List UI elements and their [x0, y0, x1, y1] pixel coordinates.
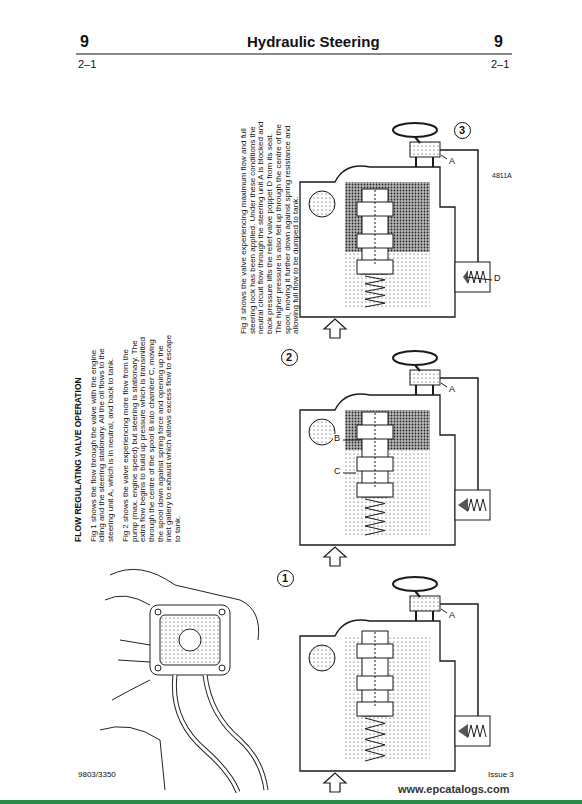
drawing-number: 4811A — [492, 172, 512, 180]
spool-drilling — [375, 190, 376, 264]
relief-spring — [468, 499, 486, 511]
text-column: FLOW REGULATING VALVE OPERATION Fig 1 sho… — [74, 330, 224, 542]
leader-line — [466, 277, 492, 280]
check-ball — [309, 191, 335, 217]
spool-land — [357, 425, 393, 439]
inlet-arrow — [324, 547, 346, 566]
watermark: www.epcatalogs.com — [398, 783, 509, 795]
bolt — [219, 609, 225, 615]
footer-bar — [0, 800, 582, 804]
check-ball — [309, 645, 335, 671]
figure-number-text: 1 — [282, 573, 288, 584]
page-number: 2–1 — [491, 58, 509, 70]
pipe — [415, 611, 417, 621]
spool-land — [357, 676, 393, 690]
body-text: Fig 3 shows the valve experiencing maxim… — [240, 118, 301, 334]
callout-letter: B — [333, 434, 341, 444]
header-rule — [76, 54, 512, 55]
section-number: 9 — [494, 33, 503, 51]
steering-wheel — [393, 123, 437, 137]
spool-drilling — [375, 632, 376, 706]
page-title: Hydraulic Steering — [247, 34, 380, 51]
bolt — [219, 665, 225, 671]
valve-figure — [300, 123, 492, 338]
return-pipe — [440, 604, 478, 716]
return-pipe — [440, 150, 478, 262]
steering-unit — [410, 142, 440, 157]
callout-letter: A — [449, 611, 455, 621]
relief-spring — [468, 725, 486, 737]
inlet-arrow — [324, 319, 346, 338]
pump-shaft — [179, 629, 201, 651]
section-number: 9 — [80, 33, 89, 51]
section-heading: FLOW REGULATING VALVE OPERATION — [74, 330, 83, 542]
valve-housing — [300, 394, 455, 545]
callout-letter: A — [449, 385, 455, 395]
callout-letter: D — [494, 274, 501, 284]
leader-line — [441, 383, 447, 387]
figure-number-text: 2 — [286, 352, 292, 363]
figure-number-text: 3 — [459, 125, 465, 136]
check-ball — [309, 419, 335, 445]
hose — [205, 675, 266, 790]
leader-line — [441, 155, 447, 159]
page-number: 2–1 — [78, 58, 96, 70]
engine-outline — [112, 640, 150, 700]
return-pipe — [440, 378, 478, 490]
spool-land — [357, 457, 393, 471]
hose-inner — [205, 675, 266, 790]
steering-unit — [410, 596, 440, 611]
oil-flow — [345, 410, 430, 535]
steering-wheel — [393, 351, 437, 365]
oil-flow — [345, 182, 430, 307]
relief-poppet — [458, 724, 468, 738]
body-text: Fig 2 shows the valve experiencing more … — [122, 330, 183, 542]
steering-wheel — [393, 577, 437, 591]
relief-valve — [455, 262, 490, 292]
spool-drilling — [375, 413, 376, 487]
engine-outline — [100, 727, 165, 790]
pump-sketch — [100, 569, 266, 792]
spring — [365, 718, 385, 761]
figure-number: 2 — [281, 349, 298, 366]
pipe — [432, 385, 434, 395]
pipe — [432, 157, 434, 167]
spool-land — [357, 202, 393, 216]
relief-valve — [455, 716, 490, 746]
leader-line — [343, 440, 361, 441]
pipe — [415, 385, 417, 395]
spring — [365, 276, 385, 307]
spool-land — [357, 644, 393, 658]
valve-housing — [300, 620, 455, 771]
callout-letter: A — [449, 157, 455, 167]
callout-letter: C — [333, 467, 342, 477]
text-column: Fig 3 shows the valve experiencing maxim… — [240, 118, 350, 334]
pipe — [415, 157, 417, 167]
issue-number: Issue 3 — [488, 771, 514, 780]
spring — [365, 499, 385, 535]
leader-line — [441, 609, 447, 613]
valve-figure — [300, 577, 490, 792]
body-text: Fig 1 shows the flow through the valve w… — [90, 330, 116, 542]
valve-figure — [300, 351, 490, 566]
relief-valve — [455, 490, 490, 520]
relief-spring — [468, 271, 486, 283]
pipe — [432, 611, 434, 621]
steering-unit — [410, 370, 440, 385]
engine-outline — [105, 596, 150, 605]
pump-face — [160, 615, 220, 665]
document-number: 9803/3350 — [78, 771, 116, 780]
relief-poppet — [458, 498, 468, 512]
bolt — [155, 609, 161, 615]
figure-number: 1 — [277, 570, 294, 587]
bolt — [155, 665, 161, 671]
leader-line — [343, 473, 356, 474]
inlet-arrow — [324, 773, 346, 792]
valve-housing — [300, 166, 455, 317]
pump-body — [150, 605, 230, 675]
spool-land — [357, 234, 393, 248]
figure-number: 3 — [454, 122, 471, 139]
